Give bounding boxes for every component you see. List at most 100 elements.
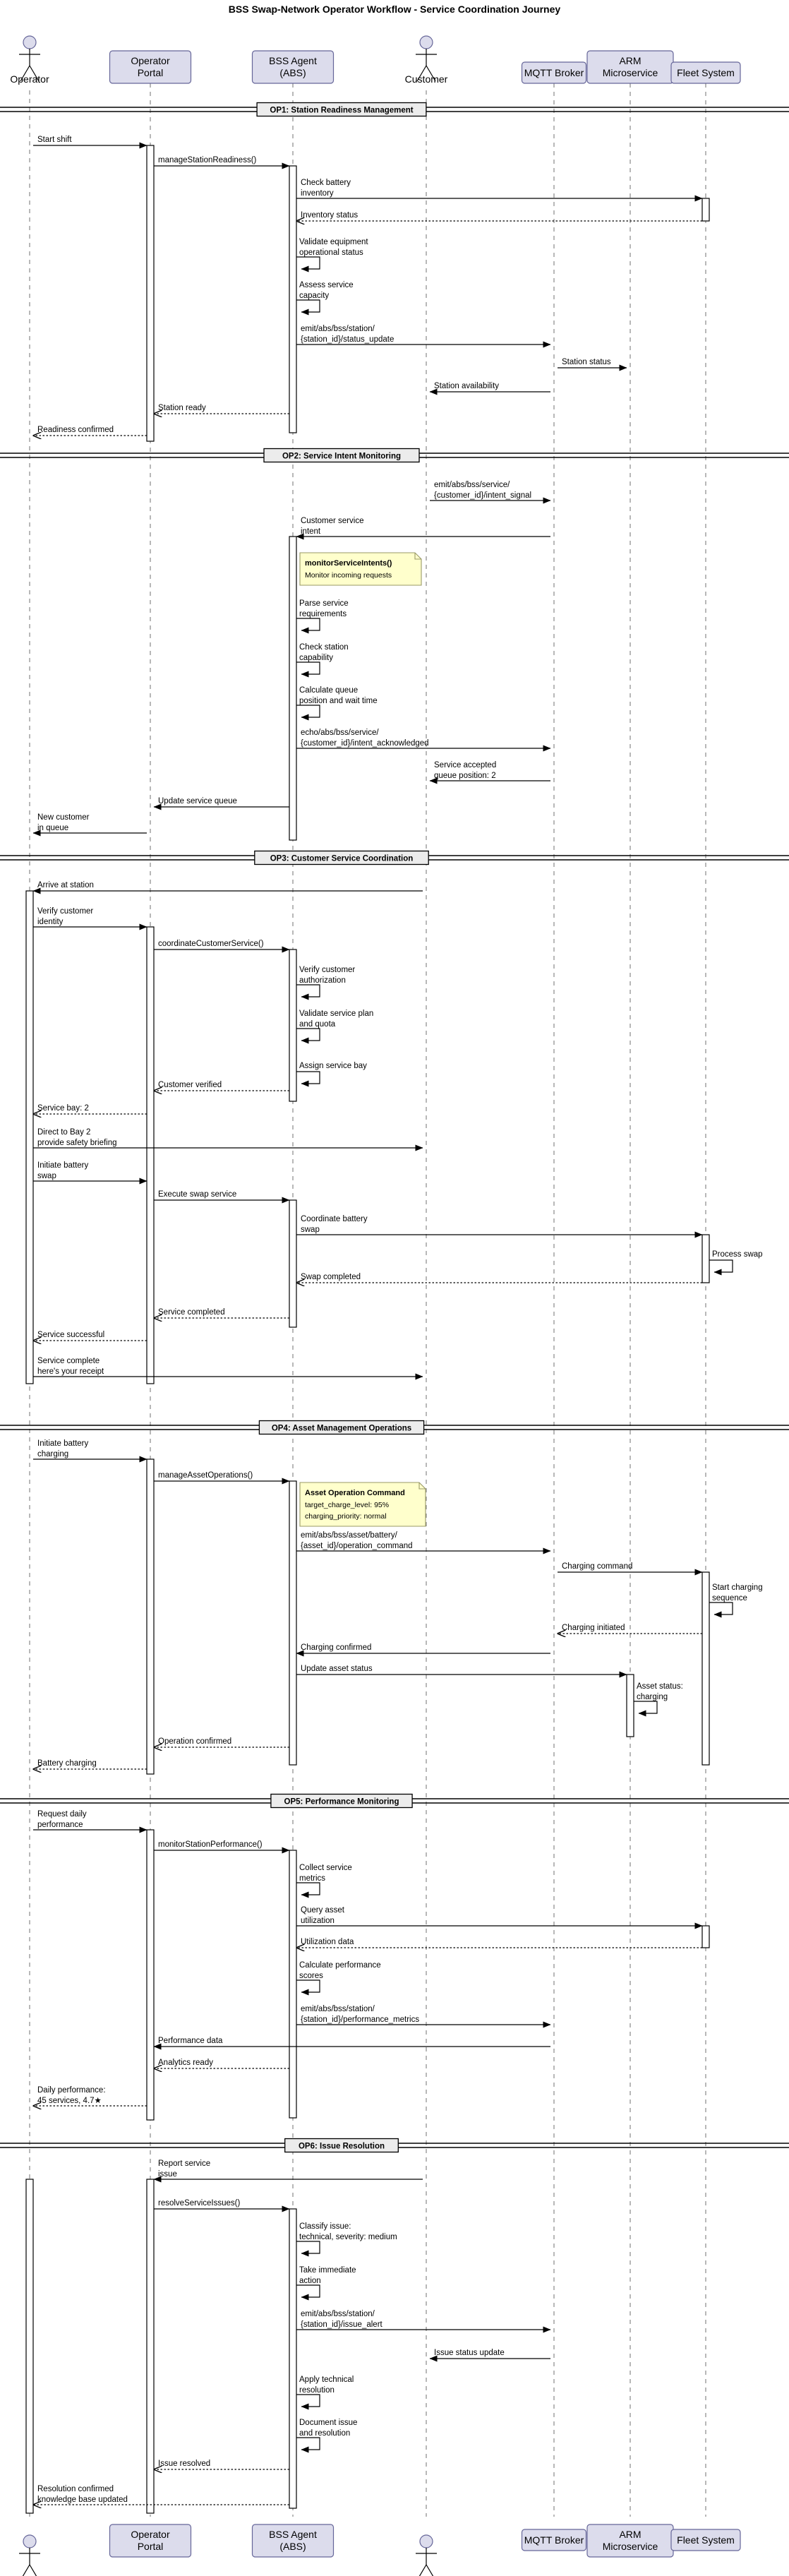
message-m28: Service bay: 2 [33,1104,147,1114]
message-label-m16: Calculate queue [299,686,358,695]
fragment-label-op5: OP5: Performance Monitoring [284,1798,399,1807]
message-label-m4: Inventory status [301,211,358,220]
message-label-m38: Initiate battery [37,1439,88,1448]
participant-mqtt-foot[interactable]: MQTT Broker [521,2529,587,2551]
message-label2-m30: swap [37,1172,56,1180]
message-label-m48: Battery charging [37,1759,97,1768]
message-label-m51: Collect service [299,1864,352,1872]
message-label2-m62: action [299,2277,321,2285]
message-label2-m22: identity [37,918,64,926]
activation-bar-fleet [701,1571,710,1766]
participant-label-agent: BSS Agent [269,2529,317,2540]
message-m63: emit/abs/bss/station/{station_id}/issue_… [296,2310,551,2333]
participant-agent-foot[interactable]: BSS Agent(ABS) [251,2524,335,2558]
message-label-m2: manageStationReadiness() [158,156,257,164]
fragment-header-op5: OP5: Performance Monitoring [0,1793,789,1809]
message-m4: Inventory status [296,211,702,221]
message-m21: Arrive at station [32,881,423,894]
participant-box-portal[interactable] [109,2524,192,2558]
message-label-m45: Update asset status [301,1665,373,1673]
message-label2-m46: charging [637,1693,668,1701]
message-label2-m51: metrics [299,1874,325,1883]
activation-bar-portal [146,1458,155,1775]
message-label-m8: Station status [562,358,611,366]
activation-bar-fleet [701,1234,710,1283]
fragment-label-op2: OP2: Service Intent Monitoring [282,453,401,461]
activation-bar-operator [25,2179,34,2514]
message-label2-m66: and resolution [299,2429,350,2438]
participant-box-fleet[interactable] [670,2529,741,2551]
message-label2-m20: in queue [37,824,68,832]
message-m55: emit/abs/bss/station/{station_id}/perfor… [296,2005,551,2028]
participant-label2-portal: Portal [138,2541,164,2552]
message-label-m42: Start charging [712,1583,763,1592]
message-label-m9: Station availability [434,382,499,390]
message-label2-m17: {customer_id}/intent_acknowledged [301,739,429,748]
participant-box-portal[interactable] [109,50,192,84]
notes-layer: monitorServiceIntents()Monitor incoming … [299,552,426,1527]
participant-mqtt-head[interactable]: MQTT Broker [521,61,587,84]
message-label-m14: Parse service [299,599,349,608]
message-label-m29: Direct to Bay 2 [37,1128,90,1137]
message-label2-m15: capability [299,654,333,662]
message-label2-m68: knowledge base updated [37,2496,128,2504]
participant-box-mqtt[interactable] [521,61,587,84]
participant-box-fleet[interactable] [670,61,741,84]
message-m2: manageStationReadiness() [154,156,290,169]
participant-label-operator: Operator [10,73,49,85]
participant-box-mqtt[interactable] [521,2529,587,2551]
message-label-m58: Daily performance: [37,2086,106,2095]
message-m61: Classify issue:technical, severity: medi… [296,2222,397,2257]
message-m44: Charging confirmed [296,1643,550,1657]
participant-box-agent[interactable] [251,2524,335,2558]
activation-bar-arm [626,1674,634,1737]
message-label-m17: echo/abs/bss/service/ [301,729,379,737]
message-label-m21: Arrive at station [37,881,94,889]
message-m56: Performance data [153,2037,550,2050]
message-m43: Charging initiated [558,1624,702,1634]
participant-box-agent[interactable] [251,50,335,84]
message-label2-m24: authorization [299,976,346,985]
message-label-m65: Apply technical [299,2376,354,2384]
activation-bar-agent [289,165,297,433]
message-m64: Issue status update [429,2349,550,2362]
activation-bar-operator [25,890,34,1384]
message-label2-m61: technical, severity: medium [299,2233,397,2241]
message-label-m55: emit/abs/bss/station/ [301,2005,375,2013]
activation-bar-portal [146,145,155,442]
participant-operator-foot[interactable]: Operator [10,2534,49,2576]
message-label2-m49: performance [37,1821,83,1829]
activation-bar-agent [289,1850,297,2119]
participant-label-portal: Operator [131,55,170,66]
message-label2-m5: operational status [299,248,363,257]
message-m39: manageAssetOperations() [154,1471,290,1485]
message-label-m26: Assign service bay [299,1062,367,1070]
participant-customer-head[interactable]: Customer [405,35,448,85]
participant-agent-head[interactable]: BSS Agent(ABS) [251,50,335,84]
participant-customer-foot[interactable]: Customer [405,2534,448,2576]
message-m23: coordinateCustomerService() [154,940,290,953]
participant-fleet-head[interactable]: Fleet System [670,61,741,84]
message-m50: monitorStationPerformance() [154,1840,290,1854]
participant-fleet-foot[interactable]: Fleet System [670,2529,741,2551]
activation-bar-portal [146,2179,155,2514]
note-monitor-service-intents-body: Monitor incoming requests [305,571,392,580]
participant-operator-head[interactable]: Operator [10,35,49,85]
activation-bar-fleet [701,1925,710,1948]
fragment-header-op2: OP2: Service Intent Monitoring [0,448,789,463]
message-m10: Station ready [154,404,289,414]
message-label-m40: emit/abs/bss/asset/battery/ [301,1531,398,1540]
message-m57: Analytics ready [154,2059,289,2068]
activation-bar-agent [289,2208,297,2509]
message-label-m59: Report service [158,2159,210,2168]
